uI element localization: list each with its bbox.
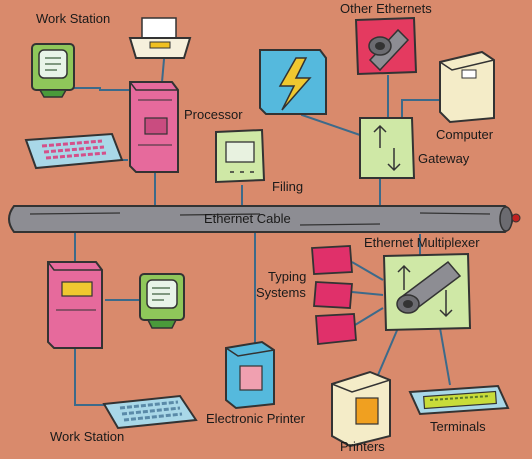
gateway-label: Gateway	[418, 151, 470, 166]
computer-label: Computer	[436, 127, 494, 142]
terminals-keyboard-icon	[408, 384, 510, 416]
line-multiplexer-to-terminals	[439, 327, 451, 386]
other-ethernets-label: Other Ethernets	[340, 1, 432, 16]
electronic-printer-icon	[225, 340, 275, 410]
bottom-workstation-monitor-icon	[139, 273, 185, 329]
printers-label: Printers	[340, 439, 385, 454]
processor-cabinet-icon	[129, 81, 179, 173]
typing-system-block	[313, 281, 353, 309]
line-computer-to-gateway	[401, 99, 440, 118]
ethernet-cable-label: Ethernet Cable	[204, 211, 291, 226]
typing-system-block	[311, 245, 353, 275]
bottom-workstation-keyboard-icon	[102, 394, 198, 430]
workstation-monitor-icon	[31, 43, 75, 98]
terminals-label: Terminals	[430, 419, 486, 434]
filing-device-icon	[215, 128, 266, 184]
line-typing1-to-multiplexer	[351, 261, 384, 281]
line-workstation-to-processor	[74, 87, 130, 91]
computer-icon	[439, 50, 495, 124]
work-station-bottom-label: Work Station	[50, 429, 125, 444]
typing-systems-label-line2: Systems	[256, 285, 306, 300]
work-station-top-label: Work Station	[36, 11, 111, 26]
lightning-panel-icon	[259, 49, 327, 115]
filing-label: Filing	[272, 179, 304, 194]
ethernet-multiplexer-icon	[382, 252, 472, 332]
gateway-box-icon	[359, 117, 416, 179]
ethernet-multiplexer-label: Ethernet Multiplexer	[364, 235, 480, 250]
printers-icon	[331, 370, 391, 448]
other-ethernets-panel-icon	[354, 16, 418, 76]
top-printer-icon	[128, 17, 192, 59]
ethernet-cable	[8, 205, 521, 233]
bottom-processor-cabinet-icon	[47, 261, 103, 349]
workstation-keyboard-icon	[24, 132, 124, 170]
typing-systems-blocks	[311, 245, 357, 345]
line-bottom-processor-to-keyboard	[74, 348, 105, 406]
electronic-printer-label: Electronic Printer	[206, 411, 305, 426]
line-multiplexer-to-printers	[377, 327, 399, 376]
line-typing2-to-multiplexer	[351, 291, 384, 296]
processor-label: Processor	[184, 107, 243, 122]
typing-label-line1: Typing	[268, 269, 307, 284]
typing-system-block	[315, 313, 357, 345]
line-typing3-to-multiplexer	[354, 307, 384, 326]
